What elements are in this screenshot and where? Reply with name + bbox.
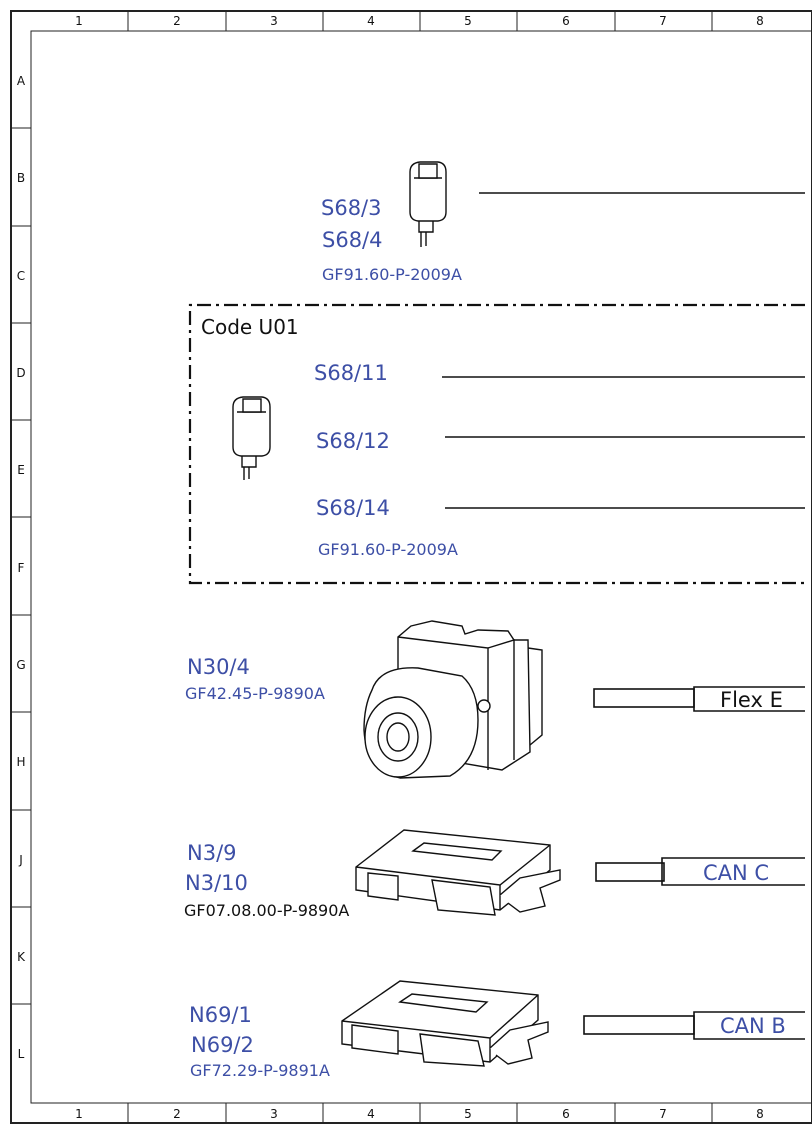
component-label-n3-10: N3/10 xyxy=(185,871,248,895)
grid-column-label: 3 xyxy=(270,1107,278,1121)
grid-column-label: 7 xyxy=(659,1107,667,1121)
reference-n30-4: GF42.45-P-9890A xyxy=(185,684,325,703)
component-label-n69-1: N69/1 xyxy=(189,1003,252,1027)
row-ticks xyxy=(11,127,31,1005)
grid-column-label: 1 xyxy=(75,14,83,28)
component-label-n69-2: N69/2 xyxy=(191,1033,254,1057)
reference-n69: GF72.29-P-9891A xyxy=(190,1061,330,1080)
control-unit-icon xyxy=(341,980,549,1067)
code-label: Code U01 xyxy=(201,315,299,339)
inner-frame xyxy=(30,30,812,1104)
grid-column-label: 8 xyxy=(756,1107,764,1121)
component-label-s68-12: S68/12 xyxy=(316,429,390,453)
grid-row-label: H xyxy=(16,755,26,769)
grid-row-label: F xyxy=(17,561,25,575)
control-unit-icon xyxy=(355,829,561,916)
outer-frame xyxy=(10,10,812,1124)
grid-row-label: D xyxy=(16,366,26,380)
flex-e-connector xyxy=(593,686,805,712)
grid-row-label: E xyxy=(17,463,25,477)
grid-row-label: J xyxy=(19,853,23,867)
reference-n3: GF07.08.00-P-9890A xyxy=(184,901,350,920)
grid-column-label: 7 xyxy=(659,14,667,28)
grid-column-label: 8 xyxy=(756,14,764,28)
grid-column-label: 5 xyxy=(464,14,472,28)
component-label-s68-4: S68/4 xyxy=(322,228,383,252)
column-ticks xyxy=(127,11,713,1123)
seat-belt-buckle-icon xyxy=(409,161,447,247)
grid-row-label: G xyxy=(16,658,26,672)
grid-row-label: K xyxy=(17,950,25,964)
bus-label-flex-e: Flex E xyxy=(720,688,783,712)
component-label-s68-3: S68/3 xyxy=(321,196,382,220)
can-c-connector xyxy=(595,857,805,886)
grid-column-label: 1 xyxy=(75,1107,83,1121)
bus-label-can-b: CAN B xyxy=(720,1014,786,1038)
grid-column-label: 6 xyxy=(562,14,570,28)
hydraulic-unit-icon xyxy=(363,620,543,779)
reference-s68-code: GF91.60-P-2009A xyxy=(318,540,458,559)
grid-row-label: C xyxy=(16,269,26,283)
grid-row-label: A xyxy=(16,74,26,88)
component-label-n3-9: N3/9 xyxy=(187,841,237,865)
grid-column-label: 6 xyxy=(562,1107,570,1121)
can-b-connector xyxy=(583,1011,805,1040)
grid-column-label: 3 xyxy=(270,14,278,28)
grid-row-label: L xyxy=(17,1047,25,1061)
grid-column-label: 5 xyxy=(464,1107,472,1121)
grid-column-label: 2 xyxy=(173,14,181,28)
grid-row-label: B xyxy=(16,171,26,185)
grid-column-label: 4 xyxy=(367,1107,375,1121)
grid-column-label: 2 xyxy=(173,1107,181,1121)
code-u01-boundary xyxy=(188,303,805,585)
grid-column-label: 4 xyxy=(367,14,375,28)
component-label-s68-11: S68/11 xyxy=(314,361,388,385)
component-label-s68-14: S68/14 xyxy=(316,496,390,520)
seat-belt-buckle-icon xyxy=(232,396,271,480)
bus-label-can-c: CAN C xyxy=(703,861,770,885)
component-label-n30-4: N30/4 xyxy=(187,655,250,679)
reference-s68-top: GF91.60-P-2009A xyxy=(322,265,462,284)
